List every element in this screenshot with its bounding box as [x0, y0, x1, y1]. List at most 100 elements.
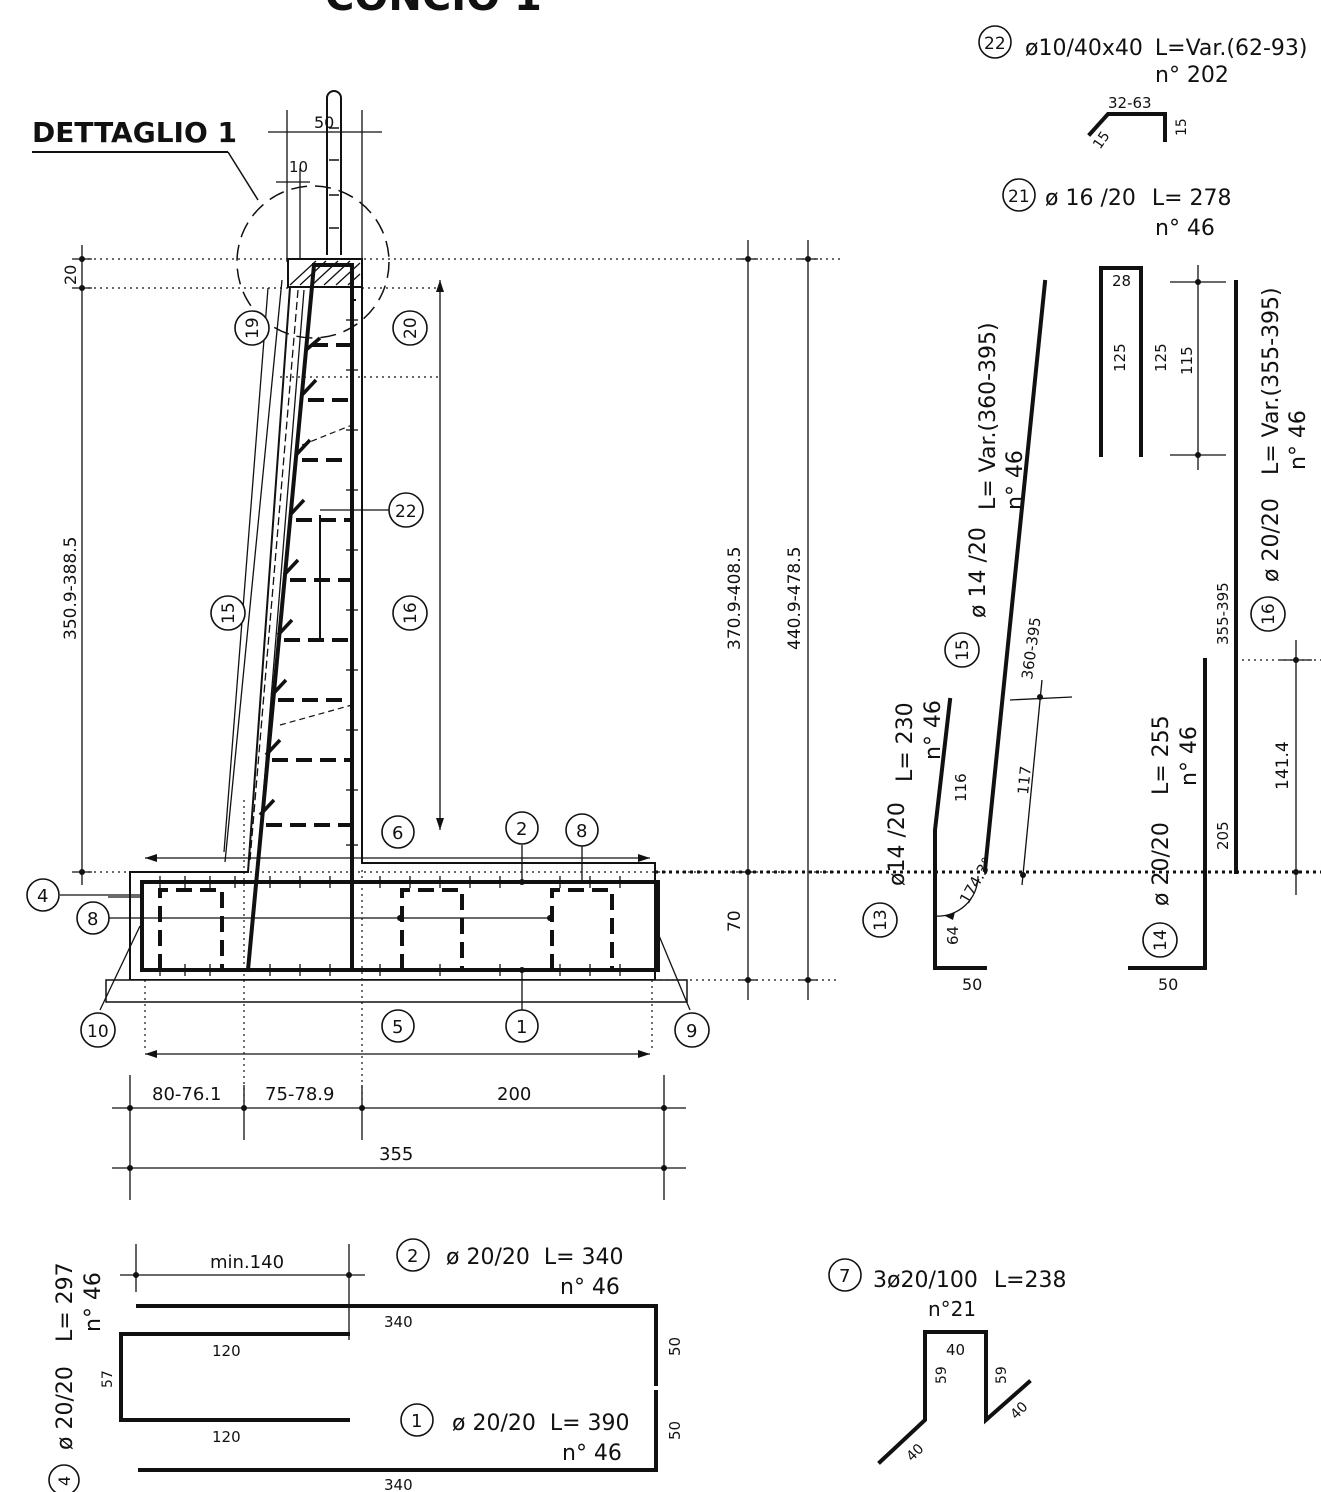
- svg-text:8: 8: [87, 909, 98, 930]
- svg-text:13: 13: [871, 909, 891, 931]
- svg-text:2: 2: [516, 819, 527, 840]
- svg-text:125: 125: [1152, 343, 1170, 372]
- svg-text:115: 115: [1178, 346, 1196, 375]
- mark-7: 7: [828, 1258, 862, 1292]
- svg-text:174.3°: 174.3°: [956, 854, 997, 907]
- mark-16: 16: [392, 595, 428, 631]
- mark-1: 1: [505, 1009, 539, 1043]
- mark-15: 15: [210, 595, 246, 631]
- svg-text:4: 4: [55, 1476, 74, 1486]
- dim-footing-70: 70: [725, 910, 745, 932]
- mark-22-legend: 22: [978, 25, 1012, 59]
- svg-text:28: 28: [1112, 272, 1131, 290]
- bar13-length: L= 230: [893, 702, 918, 782]
- mark-10: 10: [80, 1012, 116, 1048]
- bar4-length: L= 297: [53, 1262, 78, 1342]
- bar16-spec: ø 20/20: [1259, 498, 1284, 582]
- mark-21: 21: [1002, 178, 1036, 212]
- bar4-spec: ø 20/20: [53, 1366, 78, 1450]
- top-stud: [326, 90, 342, 255]
- bar-footing-top: [140, 880, 660, 972]
- bar14-shape: [1128, 658, 1207, 970]
- detail-label: DETTAGLIO 1: [32, 116, 237, 149]
- svg-text:40: 40: [1008, 1399, 1032, 1423]
- dim-right-h1: 370.9-408.5: [725, 547, 745, 650]
- dim-left-height: 350.9-388.5: [61, 537, 81, 640]
- stem-outline: [129, 286, 656, 981]
- svg-text:50: 50: [962, 975, 982, 994]
- bar1-shape: [138, 1390, 658, 1472]
- svg-text:15: 15: [1174, 118, 1190, 136]
- svg-text:8: 8: [576, 821, 587, 842]
- dim-top-50: 50: [314, 113, 334, 132]
- mark-1-legend: 1: [400, 1403, 434, 1437]
- svg-text:19: 19: [243, 317, 263, 339]
- dim-right-h2: 440.9-478.5: [785, 547, 805, 650]
- bar21-count: n° 46: [1155, 216, 1215, 241]
- bar16-length: L= Var.(355-395): [1259, 287, 1284, 475]
- dim-top-10: 10: [289, 158, 308, 176]
- svg-text:6: 6: [392, 823, 403, 844]
- svg-text:59: 59: [934, 1366, 950, 1384]
- svg-text:22: 22: [984, 34, 1006, 54]
- mark-19: 19: [234, 310, 270, 346]
- svg-text:20: 20: [401, 317, 421, 339]
- svg-text:40: 40: [946, 1341, 965, 1359]
- svg-text:5: 5: [392, 1017, 403, 1038]
- bar2-shape: [136, 1304, 658, 1386]
- svg-text:360-395: 360-395: [1018, 616, 1045, 681]
- bar14-spec: ø 20/20: [1149, 822, 1174, 906]
- bar14-length: L= 255: [1149, 715, 1174, 795]
- svg-text:22: 22: [395, 502, 417, 522]
- svg-text:1: 1: [411, 1411, 422, 1432]
- svg-text:40: 40: [904, 1441, 928, 1465]
- bar15-count: n° 46: [1003, 450, 1028, 510]
- bar-15: [224, 279, 283, 863]
- svg-text:141.4: 141.4: [1273, 741, 1293, 790]
- dim-base-total: 355: [379, 1144, 413, 1165]
- svg-text:57: 57: [100, 1370, 116, 1388]
- dim-base-c: 200: [497, 1084, 531, 1105]
- bar22-shape: [1087, 112, 1167, 142]
- svg-text:340: 340: [384, 1476, 413, 1492]
- svg-text:1: 1: [516, 1017, 527, 1038]
- svg-text:50: 50: [1158, 975, 1178, 994]
- mark-5: 5: [381, 1009, 415, 1043]
- svg-text:15: 15: [953, 639, 973, 661]
- bar4-count: n° 46: [81, 1272, 106, 1332]
- bar14-count: n° 46: [1177, 726, 1202, 786]
- mark-22: 22: [388, 492, 424, 528]
- bar13-count: n° 46: [921, 700, 946, 760]
- lean-concrete: [105, 979, 688, 1003]
- svg-text:15: 15: [219, 602, 239, 624]
- dim-left-20: 20: [61, 265, 80, 285]
- svg-text:9: 9: [686, 1021, 697, 1042]
- bar13-spec: ø14 /20: [885, 802, 910, 886]
- bar22-count: n° 202: [1155, 63, 1229, 88]
- svg-text:14: 14: [1151, 929, 1171, 951]
- svg-text:16: 16: [401, 602, 421, 624]
- svg-text:16: 16: [1259, 603, 1279, 625]
- svg-text:10: 10: [87, 1022, 109, 1042]
- bar4-shape: [119, 1332, 350, 1422]
- svg-text:4: 4: [37, 886, 48, 907]
- mark-14: 14: [1142, 922, 1178, 958]
- svg-text:2: 2: [407, 1246, 418, 1267]
- detail-circle: [236, 185, 390, 339]
- mark-4: 4: [26, 878, 60, 912]
- mark-9: 9: [674, 1012, 710, 1048]
- bar7-count: n°21: [928, 1297, 976, 1321]
- mark-2: 2: [505, 811, 539, 845]
- svg-text:117: 117: [1014, 765, 1035, 795]
- bar1-count: n° 46: [562, 1441, 622, 1466]
- svg-text:340: 340: [384, 1313, 413, 1331]
- title-text: CONCIO 1: [325, 0, 542, 20]
- svg-text:125: 125: [1111, 343, 1129, 372]
- svg-text:59: 59: [994, 1366, 1010, 1384]
